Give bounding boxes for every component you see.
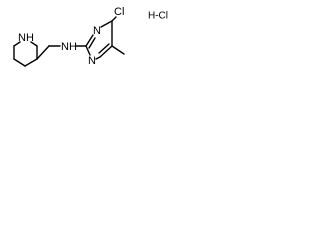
bond — [100, 20, 113, 28]
bond — [98, 43, 110, 54]
bond — [99, 45, 113, 58]
bond — [36, 45, 50, 60]
piperidine-ring — [13, 41, 38, 67]
hydrochloride-salt-label: H-Cl — [148, 11, 168, 22]
bond — [111, 16, 117, 22]
bond — [95, 56, 101, 60]
bond — [85, 34, 94, 47]
bond — [88, 37, 96, 49]
pyrimidine-n-top-label: N — [93, 25, 101, 37]
bond — [13, 41, 21, 47]
bond — [24, 58, 38, 67]
amine-nh-label: NH — [61, 41, 77, 53]
chlorine-label: Cl — [114, 6, 124, 18]
piperidine-nh-label: NH — [18, 32, 34, 44]
bond — [13, 58, 26, 67]
bond — [85, 45, 91, 56]
bond — [111, 45, 125, 55]
bond — [30, 41, 38, 47]
pyrimidine-ring — [75, 16, 125, 60]
pyrimidine-n-bottom-label: N — [88, 55, 96, 67]
methylene-linker — [36, 45, 61, 60]
chemical-structure-diagram: NH NH N N Cl H-Cl — [13, 6, 168, 67]
